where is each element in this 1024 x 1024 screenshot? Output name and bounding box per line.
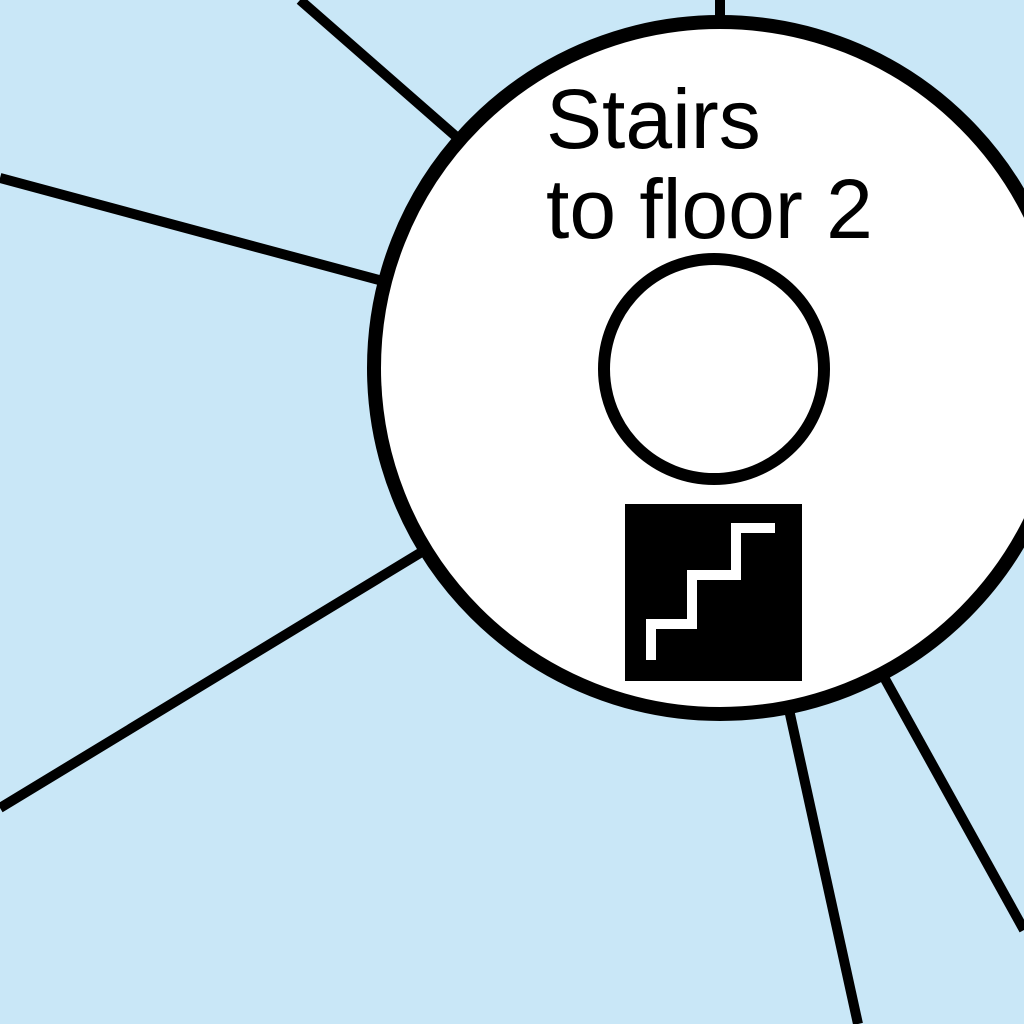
hub-label-line-2: to floor 2 [546,162,873,256]
corridor-line-upper-left [296,0,464,144]
corridor-line-bottom [783,703,863,1024]
corridor-line-lower-left [0,545,428,813]
stairs-icon [625,504,802,681]
hub-label-line-1: Stairs [546,72,761,166]
corridor-line-lower-right [875,667,1024,933]
hollow-circle-icon[interactable] [598,253,830,485]
stairs-icon-steps [646,523,775,660]
corridor-line-left [0,173,392,288]
